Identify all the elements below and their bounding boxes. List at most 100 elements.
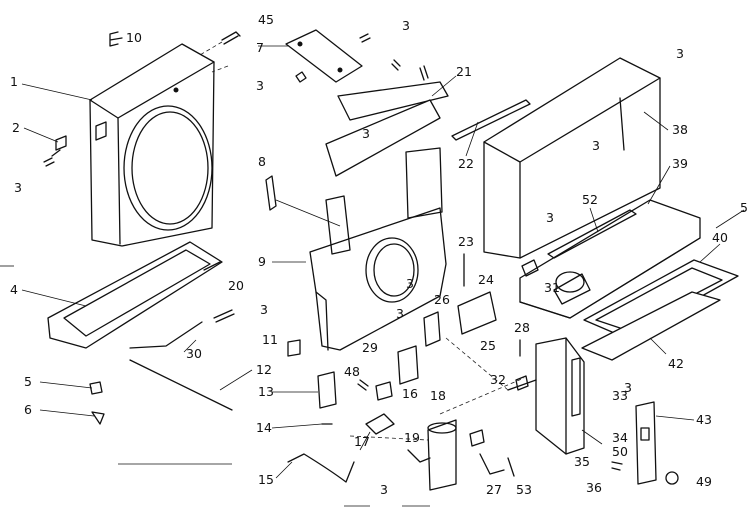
- label-31: 31: [544, 280, 560, 295]
- label-53: 53: [516, 482, 532, 497]
- part-knob-49: [665, 471, 679, 485]
- part-clip-6: [91, 411, 105, 425]
- label-3-cabinet: 3: [592, 138, 600, 153]
- part-screw-3-top-b: [391, 59, 401, 71]
- callout-labels: 10 45 7 3 3 3 3 21 1 2 3 8 3 22 3 38 39 …: [10, 12, 748, 497]
- label-3-partition: 3: [406, 276, 414, 291]
- label-9: 9: [258, 254, 266, 269]
- label-2: 2: [12, 120, 20, 135]
- label-3-bracket: 3: [256, 78, 264, 93]
- label-7: 7: [256, 40, 264, 55]
- label-4: 4: [10, 282, 18, 297]
- label-3-lower: 3: [260, 302, 268, 317]
- label-32: 32: [490, 372, 506, 387]
- part-clip-11: [287, 339, 301, 357]
- label-24: 24: [478, 272, 494, 287]
- label-3-right-top: 3: [676, 46, 684, 61]
- part-front-grille-panel: [89, 43, 215, 247]
- part-switch-13: [317, 371, 337, 409]
- part-side-plate-43: [635, 401, 657, 485]
- part-tray-42: [581, 291, 721, 361]
- part-plate-25: [457, 291, 497, 335]
- part-bracket-8: [265, 175, 277, 211]
- part-screw-45: [187, 31, 241, 63]
- leader-lines: [21, 45, 745, 479]
- part-base-channel-4: [47, 241, 223, 349]
- label-3-top: 3: [402, 18, 410, 33]
- part-cabinet-38: [483, 57, 661, 259]
- label-27: 27: [486, 482, 502, 497]
- label-3-left: 3: [14, 180, 22, 195]
- assembly-lines: [0, 65, 525, 507]
- part-screw-3-top-a: [359, 33, 371, 43]
- label-36: 36: [586, 480, 602, 495]
- part-screw-36: [611, 461, 623, 471]
- part-lead-27: [479, 453, 505, 475]
- part-screw-3-top-c: [419, 65, 429, 81]
- label-18: 18: [430, 388, 446, 403]
- part-bracket-29: [397, 345, 419, 385]
- part-clip-2: [55, 135, 67, 151]
- label-38: 38: [672, 122, 688, 137]
- label-10: 10: [126, 30, 142, 45]
- label-50: 50: [612, 444, 628, 459]
- label-45: 45: [258, 12, 274, 27]
- label-23: 23: [458, 234, 474, 249]
- label-6: 6: [24, 402, 32, 417]
- label-35: 35: [574, 454, 590, 469]
- label-22: 22: [458, 156, 474, 171]
- label-3-pan: 3: [546, 210, 554, 225]
- label-42: 42: [668, 356, 684, 371]
- label-19: 19: [404, 430, 420, 445]
- label-14: 14: [256, 420, 272, 435]
- label-21: 21: [456, 64, 472, 79]
- part-strip-22: [451, 99, 531, 141]
- label-5: 5: [24, 374, 32, 389]
- label-40: 40: [712, 230, 728, 245]
- label-49: 49: [696, 474, 712, 489]
- label-29: 29: [362, 340, 378, 355]
- label-28: 28: [514, 320, 530, 335]
- label-39: 39: [672, 156, 688, 171]
- part-base-pan-39: [519, 199, 701, 319]
- label-3-mid: 3: [396, 306, 404, 321]
- label-33: 33: [612, 388, 628, 403]
- part-plug-16: [375, 381, 393, 401]
- part-clip-32: [515, 375, 529, 391]
- part-pin-20: [213, 309, 235, 323]
- part-control-bracket: [507, 337, 585, 455]
- part-cord-15: [287, 453, 355, 483]
- part-top-bracket-7: [285, 29, 363, 83]
- part-plate-17: [365, 413, 395, 435]
- label-26: 26: [434, 292, 450, 307]
- label-20: 20: [228, 278, 244, 293]
- label-13: 13: [258, 384, 274, 399]
- label-3-bracket-right: 3: [624, 380, 632, 395]
- label-3-divider: 3: [362, 126, 370, 141]
- part-clip-hook: [109, 31, 123, 47]
- part-link-30: [129, 321, 203, 349]
- label-43: 43: [696, 412, 712, 427]
- label-16: 16: [402, 386, 418, 401]
- part-fan-partition-9: [309, 147, 447, 351]
- part-clip-5: [89, 381, 103, 395]
- label-8: 8: [258, 154, 266, 169]
- label-30: 30: [186, 346, 202, 361]
- part-control-box-18: [427, 419, 457, 491]
- part-top-divider-21: [325, 81, 449, 177]
- part-connector-19: [469, 429, 485, 447]
- label-25: 25: [480, 338, 496, 353]
- part-pin-53: [507, 457, 515, 477]
- label-52: 52: [582, 192, 598, 207]
- part-wire-19: [407, 449, 431, 463]
- label-1: 1: [10, 74, 18, 89]
- part-rod-12: [129, 359, 233, 411]
- label-12: 12: [256, 362, 272, 377]
- label-5-right: 5: [740, 200, 748, 215]
- label-15: 15: [258, 472, 274, 487]
- part-screw-3-left: [43, 149, 61, 167]
- label-34: 34: [612, 430, 628, 445]
- label-17: 17: [354, 434, 370, 449]
